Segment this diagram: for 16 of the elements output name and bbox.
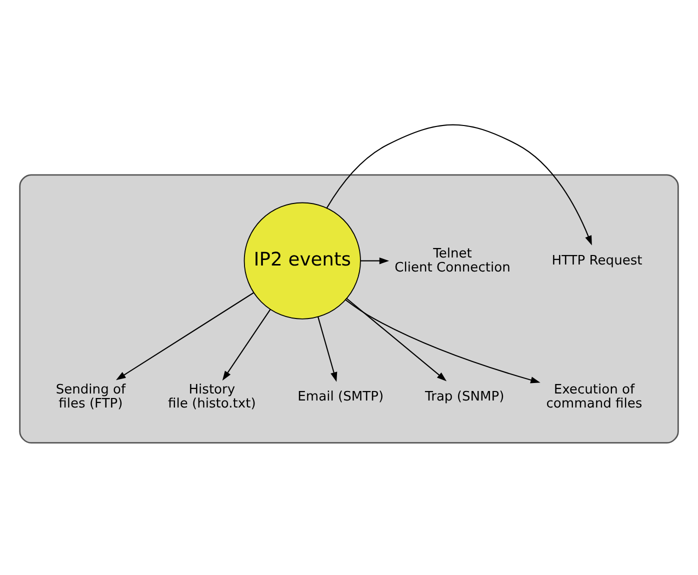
node-text: History file (histo.txt) <box>168 382 256 412</box>
node-text: HTTP Request <box>552 253 642 268</box>
arrow <box>222 309 271 381</box>
node-text: Email (SMTP) <box>298 390 384 405</box>
arrow <box>116 292 254 380</box>
arrow <box>326 124 592 246</box>
arrow <box>345 299 540 384</box>
node-circle: IP2 events <box>244 202 361 320</box>
node-text: Execution of command files <box>546 382 642 412</box>
cluster <box>19 174 679 444</box>
node-text: Telnet Client Connection <box>394 246 510 276</box>
arrow <box>360 257 390 264</box>
node-text: Trap (SNMP) <box>425 390 504 405</box>
arrow <box>346 298 447 382</box>
arrow <box>318 316 338 382</box>
node-text: Sending of files (FTP) <box>56 382 126 412</box>
